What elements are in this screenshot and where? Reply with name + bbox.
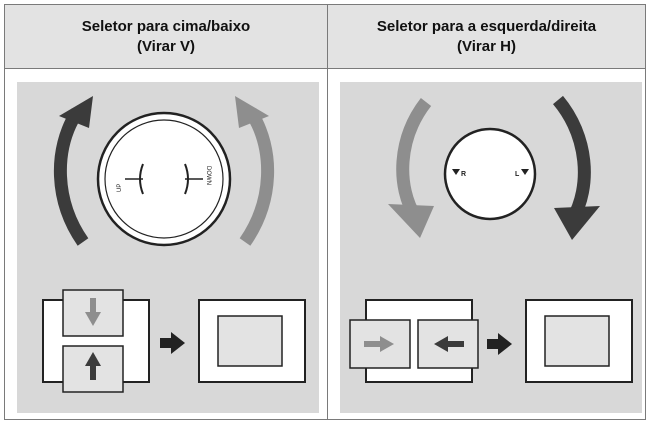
column-divider — [327, 5, 328, 419]
rotate-arrow-light-icon — [235, 96, 275, 246]
column-subtitle-horizontal: (Virar H) — [457, 37, 516, 55]
header-cell-vertical: Seletor para cima/baixo (Virar V) — [5, 5, 327, 68]
arrow-right-small-icon — [364, 336, 394, 352]
comparison-table: Seletor para cima/baixo (Virar V) Seleto… — [4, 4, 646, 420]
after-screen-icon — [525, 299, 633, 383]
horizontal-dial-diagram: R L — [349, 95, 633, 383]
arrow-down-icon — [85, 298, 101, 326]
rotate-arrow-dark-icon — [53, 96, 93, 246]
column-title-horizontal: Seletor para a esquerda/direita — [376, 17, 597, 35]
dial-label-up: UP — [117, 184, 123, 192]
arrow-right-icon — [487, 333, 512, 355]
header-cell-horizontal: Seletor para a esquerda/direita (Virar H… — [328, 5, 645, 68]
dial-label-l: L — [515, 171, 520, 178]
dial-label-r: R — [461, 171, 466, 178]
dial-knob-icon: R L — [443, 127, 537, 221]
column-subtitle-vertical: (Virar V) — [136, 37, 196, 55]
vertical-dial-panel: UP DOWN — [17, 82, 319, 413]
horizontal-dial-panel: R L — [340, 82, 642, 413]
column-title-vertical: Seletor para cima/baixo — [81, 17, 251, 35]
after-screen-icon — [198, 299, 306, 383]
header-row — [5, 5, 645, 69]
arrow-up-icon — [85, 352, 101, 380]
dial-label-down: DOWN — [205, 166, 211, 185]
vertical-dial-diagram: UP DOWN — [42, 96, 306, 393]
before-screen-icon — [349, 299, 479, 383]
dial-knob-icon: UP DOWN — [96, 111, 232, 247]
before-screen-icon — [42, 289, 150, 393]
rotate-arrow-light-icon — [388, 98, 434, 238]
arrow-right-icon — [160, 332, 185, 354]
rotate-arrow-dark-icon — [552, 95, 600, 240]
arrow-left-small-icon — [434, 336, 464, 352]
